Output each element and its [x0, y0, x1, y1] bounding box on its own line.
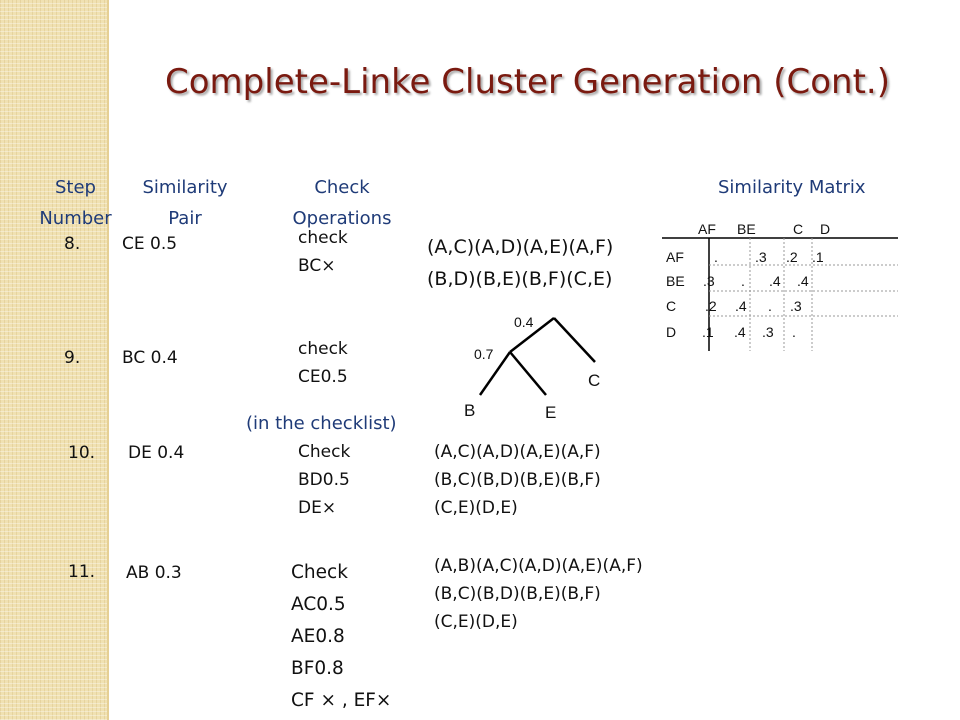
matrix-row-label: BE: [666, 273, 685, 289]
header-step: Step Number: [28, 172, 123, 234]
matrix-cell: .4: [797, 273, 809, 289]
slide-title: Complete-Linke Cluster Generation (Cont.…: [165, 62, 890, 102]
pair-line: (B,C)(B,D)(B,E)(B,F): [434, 470, 601, 490]
dendrogram-branch: [553, 317, 596, 363]
pair-line: (C,E)(D,E): [434, 498, 518, 518]
similarity-pair: AB 0.3: [126, 563, 182, 583]
matrix-col-header: BE: [737, 221, 756, 237]
dendrogram-level-label: 0.7: [474, 346, 494, 362]
step-number: 11.: [68, 562, 96, 582]
header-step-line1: Step: [55, 177, 96, 198]
op-line: check: [298, 339, 348, 359]
pair-line: (C,E)(D,E): [434, 612, 518, 632]
dendrogram-leaf: E: [545, 403, 557, 422]
dendrogram-leaf: C: [588, 371, 601, 390]
op-line: AC0.5: [291, 594, 346, 615]
pair-line: (A,C)(A,D)(A,E)(A,F): [434, 442, 601, 462]
check-operations: Check BD0.5 DE×: [298, 438, 350, 522]
matrix-cell: .: [768, 298, 772, 314]
header-pair-line2: Pair: [168, 208, 202, 229]
header-check: Check Operations: [282, 172, 402, 234]
op-line: DE×: [298, 498, 337, 518]
check-operations: check BC×: [298, 224, 348, 280]
dendrogram-branch: [509, 351, 547, 396]
pair-line: (B,C)(B,D)(B,E)(B,F): [434, 584, 601, 604]
matrix-cell: .4: [769, 273, 781, 289]
op-line: BC×: [298, 256, 336, 276]
header-matrix: Similarity Matrix: [718, 177, 866, 198]
matrix-cell: .3: [703, 273, 715, 289]
similarity-matrix: AF BE C D AF . .3 .2 .1 BE .3 . .4 .4 C …: [662, 218, 902, 353]
dendrogram-leaf: B: [464, 401, 476, 420]
matrix-cell: .: [792, 324, 796, 340]
op-line: BF0.8: [291, 658, 344, 679]
matrix-cell: .4: [734, 324, 746, 340]
dendrogram-branch: [509, 317, 555, 353]
header-check-line2: Operations: [292, 208, 392, 229]
step-number: 8.: [64, 234, 81, 254]
matrix-cell: .3: [755, 249, 767, 265]
op-line: check: [298, 228, 348, 248]
header-step-line2: Number: [39, 208, 112, 229]
header-pair: Similarity Pair: [135, 172, 235, 234]
similarity-pair: DE 0.4: [128, 443, 185, 463]
op-line: CE0.5: [298, 367, 348, 387]
similarity-pair: CE 0.5: [122, 234, 178, 254]
matrix-row-label: D: [666, 324, 677, 340]
matrix-cell: .: [714, 249, 718, 265]
matrix-cell: .1: [812, 249, 824, 265]
header-check-line1: Check: [314, 177, 370, 198]
pair-list: (A,C)(A,D)(A,E)(A,F) (B,D)(B,E)(B,F)(C,E…: [427, 231, 613, 295]
step-number: 10.: [68, 443, 96, 463]
matrix-cell: .2: [786, 249, 798, 265]
step-number: 9.: [64, 348, 81, 368]
matrix-row-label: C: [666, 298, 677, 314]
op-line: Check: [291, 562, 348, 583]
pair-line: (A,C)(A,D)(A,E)(A,F): [427, 236, 614, 258]
checklist-note: (in the checklist): [246, 413, 397, 434]
dendrogram-level-label: 0.4: [514, 314, 534, 330]
similarity-pair: BC 0.4: [122, 348, 178, 368]
matrix-cell: .1: [702, 324, 714, 340]
pair-line: (A,B)(A,C)(A,D)(A,E)(A,F): [434, 556, 643, 576]
pair-line: (B,D)(B,E)(B,F)(C,E): [427, 268, 613, 290]
matrix-cell: .: [741, 273, 745, 289]
matrix-row-label: AF: [666, 249, 684, 265]
decorative-sidebar: [0, 0, 107, 720]
op-line: Check: [298, 442, 351, 462]
matrix-cell: .4: [735, 298, 747, 314]
pair-list: (A,C)(A,D)(A,E)(A,F) (B,C)(B,D)(B,E)(B,F…: [434, 438, 601, 522]
matrix-cell: .2: [705, 298, 717, 314]
matrix-cell: .3: [790, 298, 802, 314]
matrix-col-header: AF: [698, 221, 716, 237]
sidebar-border: [107, 0, 109, 720]
check-operations: Check AC0.5 AE0.8 BF0.8 CF × , EF×: [291, 557, 391, 717]
op-line: BD0.5: [298, 470, 350, 490]
matrix-cell: .3: [762, 324, 774, 340]
header-pair-line1: Similarity: [142, 177, 228, 198]
op-line: CF × , EF×: [291, 690, 392, 711]
check-operations: check CE0.5: [298, 335, 348, 391]
dendrogram: [478, 317, 596, 396]
matrix-col-header: D: [820, 221, 831, 237]
matrix-grid-lines: [662, 237, 898, 351]
pair-list: (A,B)(A,C)(A,D)(A,E)(A,F) (B,C)(B,D)(B,E…: [434, 552, 643, 636]
op-line: AE0.8: [291, 626, 345, 647]
dendrogram-branch: [478, 351, 512, 396]
matrix-col-header: C: [793, 221, 804, 237]
